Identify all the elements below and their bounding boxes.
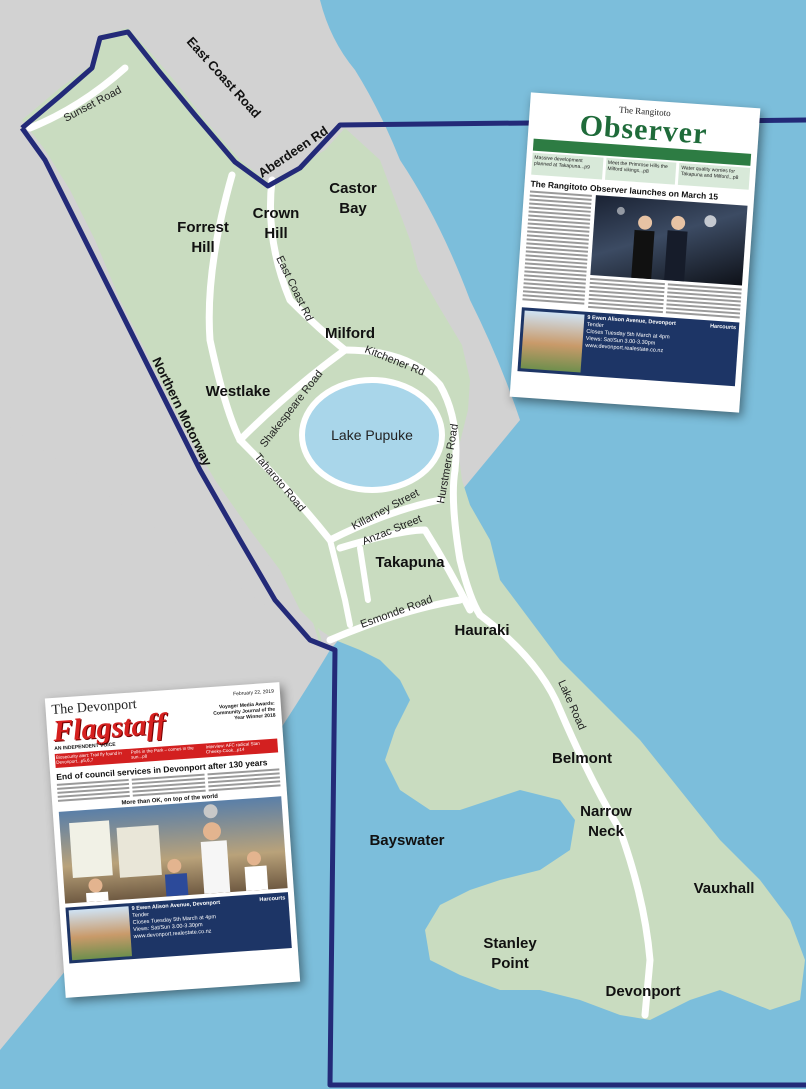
kitchener-rd-line bbox=[341, 346, 460, 474]
taharoto-road-line bbox=[236, 436, 334, 544]
observer-teaser: Massive development planned at Takapuna.… bbox=[531, 152, 604, 180]
takapuna-label: Takapuna bbox=[376, 554, 446, 571]
roads bbox=[26, 64, 654, 1019]
lake-road-line bbox=[476, 611, 654, 1019]
east-coast-rd-line bbox=[267, 176, 349, 354]
observer-photo bbox=[590, 195, 748, 286]
council-boundary bbox=[20, 29, 806, 189]
flagstaff-ad-brand: Harcourts bbox=[259, 895, 286, 904]
lake-pupuke-label: Lake Pupuke bbox=[331, 427, 413, 443]
observer-body bbox=[522, 190, 748, 319]
devonport-flagstaff-front-page: The Devonport Flagstaff AN INDEPENDENT V… bbox=[44, 682, 301, 998]
milford-label: Milford bbox=[325, 325, 375, 342]
flagstaff-photo bbox=[58, 796, 288, 904]
observer-ad-brand: Harcourts bbox=[709, 323, 737, 332]
shakespeare-road-line bbox=[236, 346, 349, 444]
flagstaff-real-estate-ad: 9 Ewen Alison Avenue, Devonport Tender C… bbox=[65, 892, 292, 964]
flagstaff-ad-house-image bbox=[68, 906, 133, 961]
northern-motorway-line bbox=[158, 353, 322, 642]
anzac-street-line bbox=[336, 526, 474, 614]
observer-teaser: Water quality worries for Takapuna and M… bbox=[678, 162, 751, 190]
killarney-street-line bbox=[326, 496, 444, 544]
lake-pupuke bbox=[299, 377, 445, 493]
flagstaff-photo-figures bbox=[69, 804, 269, 903]
westlake-label: Westlake bbox=[206, 383, 271, 400]
flagstaff-date: February 22, 2019 bbox=[232, 688, 275, 698]
hauraki-label: Hauraki bbox=[454, 622, 509, 639]
bayswater-label: Bayswater bbox=[369, 832, 444, 849]
north-shore-land bbox=[22, 28, 805, 1020]
flagstaff-teaser: Biosecurity alert: Trail fly found in De… bbox=[55, 750, 123, 765]
esmonde-road-line bbox=[326, 596, 464, 644]
belmont-label: Belmont bbox=[552, 750, 612, 767]
sunset-road-line bbox=[26, 64, 129, 132]
observer-text-column bbox=[522, 190, 592, 308]
takapuna-loop-line bbox=[327, 537, 371, 628]
observer-photo-figures bbox=[616, 206, 717, 282]
hurstmere-road-line bbox=[449, 466, 484, 619]
flagstaff-teaser: Polls in the Park – comes in the sun...p… bbox=[130, 745, 194, 760]
devonport-label: Devonport bbox=[606, 983, 681, 1000]
rangitoto-observer-front-page: The Rangitoto Observer Massive developme… bbox=[509, 92, 761, 413]
flagstaff-award: Voyager Media Awards: Community Journal … bbox=[213, 700, 276, 722]
observer-ad-house-image bbox=[520, 310, 585, 373]
forrest-hill-road-line bbox=[205, 171, 244, 444]
observer-teaser: Meet the Primrose Hills the Milford viki… bbox=[604, 157, 677, 185]
observer-real-estate-ad: 9 Ewen Alison Avenue, Devonport Tender C… bbox=[517, 307, 740, 387]
vauxhall-label: Vauxhall bbox=[694, 880, 755, 897]
flagstaff-teaser: Interview: AFC radical Stan Cheeky-Cook.… bbox=[205, 740, 260, 755]
council-boundary-west bbox=[19, 126, 806, 1088]
